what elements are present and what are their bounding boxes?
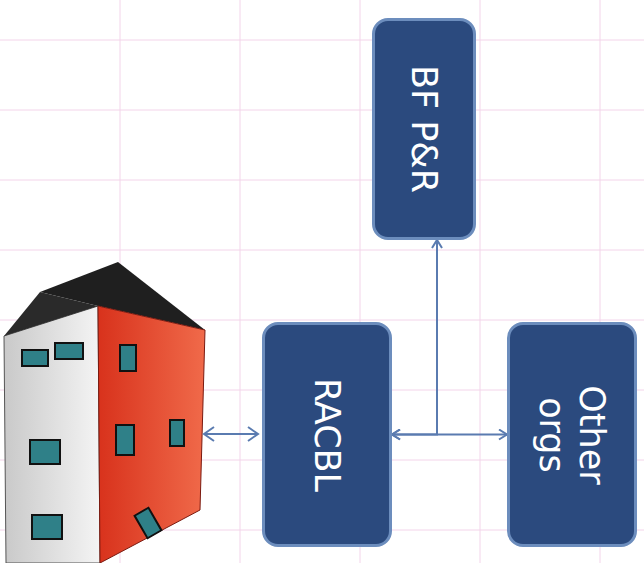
process-box: RACBL <box>262 322 392 547</box>
box-label: RACBL <box>307 335 347 535</box>
process-box: BF P&R <box>372 18 476 240</box>
box-label: BF P&R <box>404 29 444 229</box>
process-box: Other orgs <box>507 322 637 547</box>
connector-arrow <box>392 434 507 436</box>
connector-arrow <box>392 240 437 435</box>
box-label: Other orgs <box>532 370 613 500</box>
